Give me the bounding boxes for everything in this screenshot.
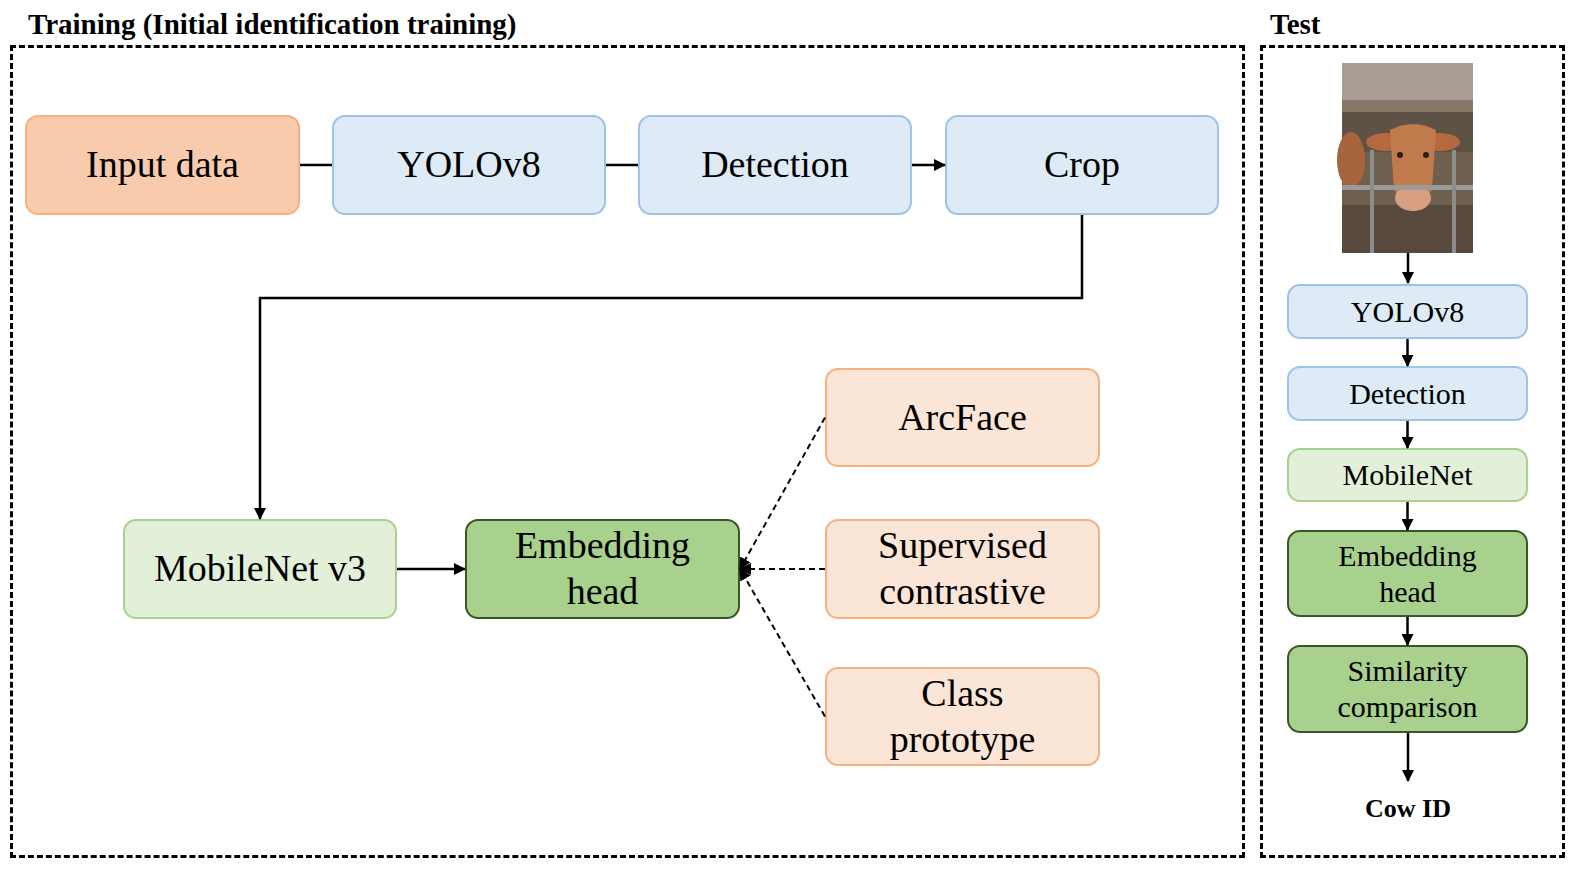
- box-label: Similarity comparison: [1320, 653, 1495, 725]
- barn-wall: [1342, 112, 1473, 152]
- similarity-box: Similarity comparison: [1287, 645, 1528, 733]
- flow-connector: [1406, 339, 1409, 366]
- backbone-box: MobileNet: [1287, 448, 1528, 502]
- panel-title: Training (Initial identification trainin…: [28, 10, 516, 39]
- side-cow: [1337, 132, 1365, 188]
- process-box: Crop: [945, 115, 1219, 215]
- box-label: Supervised contrastive: [860, 523, 1065, 614]
- box-label: MobileNet: [1343, 457, 1473, 493]
- training-panel: Training (Initial identification trainin…: [10, 45, 1245, 858]
- process-box: Detection: [638, 115, 912, 215]
- cow-ear: [1366, 133, 1406, 151]
- photo-arrow: [1407, 253, 1410, 283]
- flow-connector: [606, 164, 638, 167]
- photo-background: [1342, 63, 1473, 253]
- flow-connector: [397, 568, 465, 571]
- cow-photo: [1337, 63, 1473, 253]
- fence-bar: [1342, 185, 1473, 190]
- backbone-box: MobileNet v3: [123, 519, 397, 619]
- output-label: Cow ID: [1365, 794, 1451, 824]
- barn-floor: [1342, 205, 1473, 253]
- cow-head: [1390, 124, 1436, 203]
- box-label: Detection: [701, 142, 849, 188]
- flow-connector: [912, 164, 945, 167]
- loss-box: Supervised contrastive: [825, 519, 1100, 619]
- process-box: YOLOv8: [1287, 284, 1528, 339]
- flow-connector: [1406, 421, 1409, 448]
- box-label: YOLOv8: [1351, 294, 1464, 330]
- loss-connector: [740, 569, 825, 717]
- cow-eye: [1423, 152, 1429, 158]
- barn-beam: [1342, 100, 1473, 112]
- cow-ear: [1420, 133, 1460, 151]
- flow-connector: [1406, 502, 1409, 530]
- embedding-box: Embedding head: [1287, 530, 1528, 617]
- box-label: YOLOv8: [397, 142, 541, 188]
- loss-box: Class prototype: [825, 667, 1100, 766]
- fence-bar: [1370, 150, 1374, 253]
- box-label: MobileNet v3: [154, 546, 366, 592]
- test-panel: TestYOLOv8DetectionMobileNetEmbedding he…: [1260, 45, 1565, 858]
- panel-title: Test: [1270, 10, 1321, 39]
- loss-connector: [740, 418, 825, 570]
- cow-muzzle: [1395, 185, 1431, 211]
- barn-roof: [1342, 63, 1473, 108]
- output-arrow: [1407, 733, 1410, 781]
- flow-connector: [1406, 617, 1409, 645]
- box-label: Class prototype: [873, 671, 1053, 762]
- box-label: Crop: [1044, 142, 1120, 188]
- flow-connector: [260, 215, 1082, 519]
- flow-connector: [300, 164, 332, 167]
- box-label: ArcFace: [898, 395, 1027, 441]
- fence-bar: [1452, 150, 1456, 253]
- box-label: Input data: [86, 142, 239, 188]
- process-box: YOLOv8: [332, 115, 606, 215]
- embedding-box: Embedding head: [465, 519, 740, 619]
- loss-connector: [740, 568, 825, 570]
- box-label: Embedding head: [1323, 538, 1493, 610]
- box-label: Embedding head: [503, 523, 703, 614]
- process-box: Detection: [1287, 366, 1528, 421]
- input-box: Input data: [25, 115, 300, 215]
- cow-eye: [1397, 152, 1403, 158]
- box-label: Detection: [1349, 376, 1466, 412]
- loss-box: ArcFace: [825, 368, 1100, 467]
